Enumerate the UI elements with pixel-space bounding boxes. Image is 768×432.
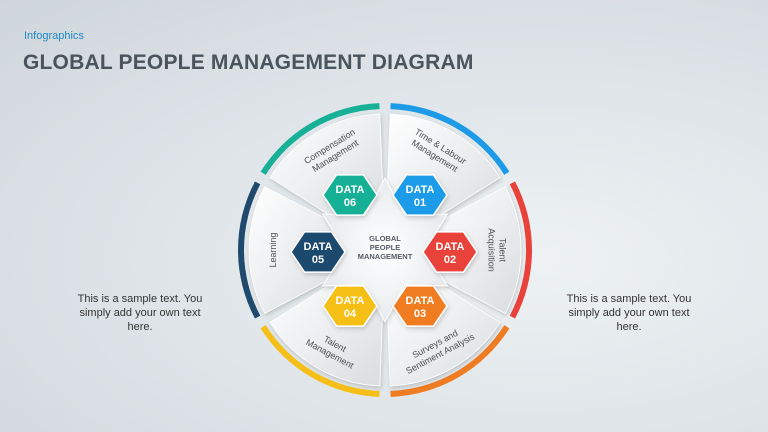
page-title: GLOBAL PEOPLE MANAGEMENT DIAGRAM xyxy=(23,51,474,74)
center-star xyxy=(321,176,449,324)
data-number-01: 01 xyxy=(414,197,426,209)
data-number-05: 05 xyxy=(312,254,324,266)
data-label-05: DATA xyxy=(304,241,333,253)
data-hexagon-01 xyxy=(392,174,448,216)
data-label-02: DATA xyxy=(436,241,465,253)
data-number-04: 04 xyxy=(344,308,357,320)
data-number-02: 02 xyxy=(444,254,456,266)
data-label-04: DATA xyxy=(336,295,365,307)
ring-arc-05 xyxy=(238,181,261,319)
data-label-06: DATA xyxy=(336,184,365,196)
caption-line: Learning xyxy=(268,232,278,267)
ring-arc-02 xyxy=(509,181,532,319)
data-label-01: DATA xyxy=(406,184,435,196)
data-label-03: DATA xyxy=(406,295,435,307)
outer-ring-group xyxy=(238,103,532,397)
sample-text-right: This is a sample text. You simply add yo… xyxy=(566,293,692,333)
sample-text-left: This is a sample text. You simply add yo… xyxy=(77,293,203,333)
center-label-line: MANAGEMENT xyxy=(358,252,413,261)
data-hexagon-06 xyxy=(322,174,378,216)
data-hexagon-04 xyxy=(322,285,378,327)
center-label-line: PEOPLE xyxy=(370,243,400,252)
data-hexagon-02 xyxy=(422,231,478,273)
eyebrow-label: Infographics xyxy=(24,30,84,42)
caption-line: Talent xyxy=(498,238,508,263)
data-number-06: 06 xyxy=(344,197,356,209)
data-number-03: 03 xyxy=(414,308,426,320)
center-label-line: GLOBAL xyxy=(369,234,401,243)
caption-05: Learning xyxy=(268,232,278,267)
data-hexagon-05 xyxy=(290,231,346,273)
caption-line: Acquisition xyxy=(487,228,497,272)
data-hexagon-03 xyxy=(392,285,448,327)
